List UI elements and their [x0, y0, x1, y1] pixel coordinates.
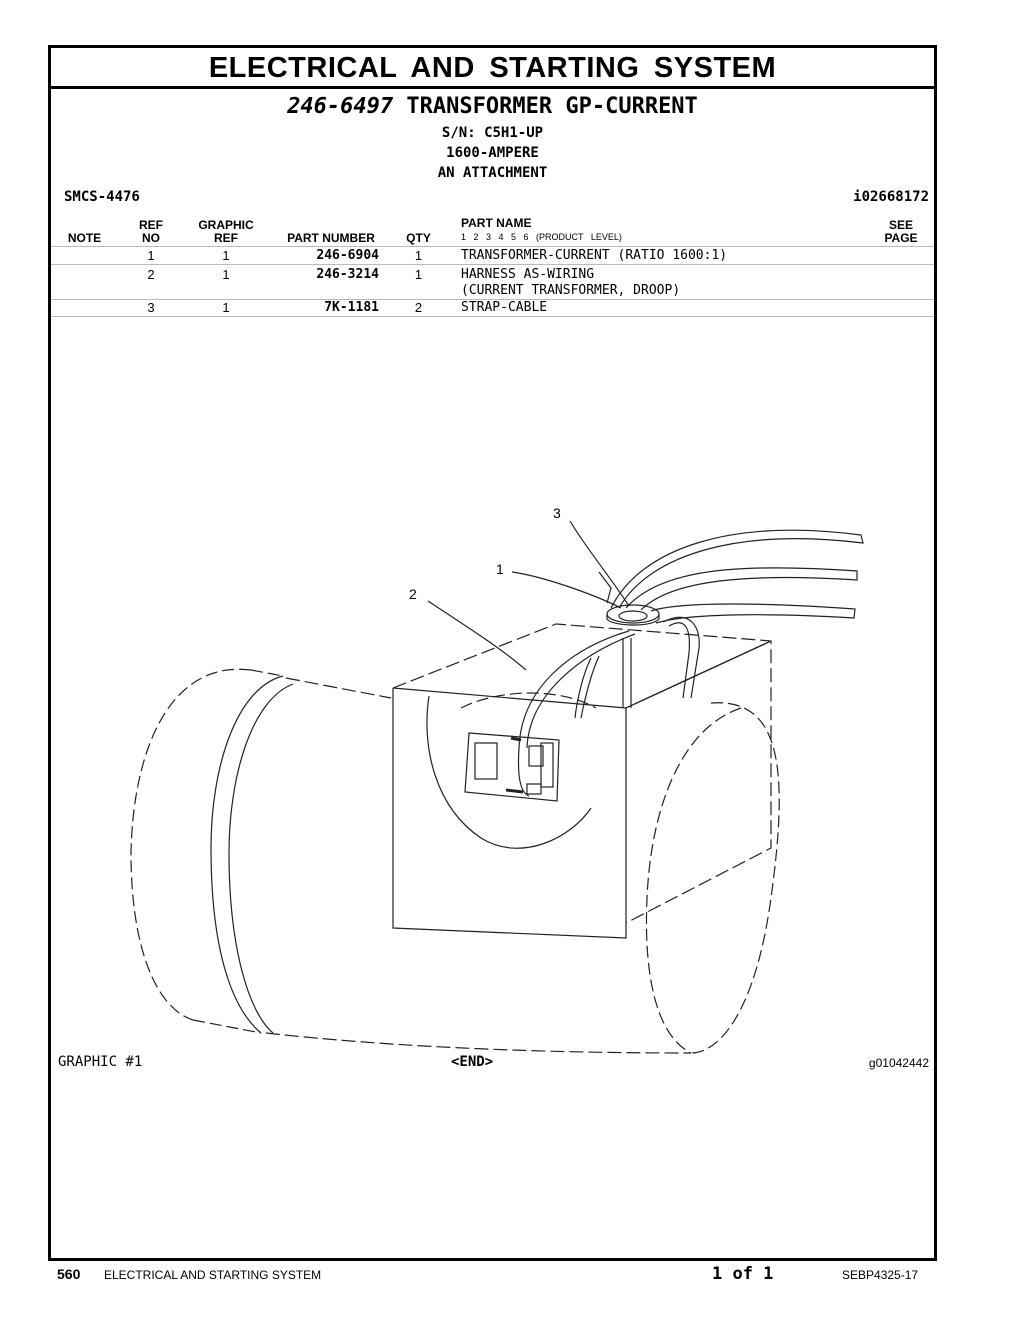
- graphic-ref: 1: [222, 267, 230, 282]
- footer-page-number: 560: [57, 1266, 81, 1282]
- enclosure-box: [392, 623, 772, 939]
- table-rule: [51, 299, 934, 300]
- table-row: 2 1 246-3214 1 HARNESS AS-WIRING (CURREN…: [51, 267, 934, 299]
- part-number: 246-3214: [316, 267, 379, 282]
- ref-no: 2: [147, 267, 155, 282]
- group-heading: 246-6497 TRANSFORMER GP-CURRENT: [51, 94, 934, 119]
- part-name: HARNESS AS-WIRING: [461, 267, 595, 282]
- header-see-page-line1: SEE: [888, 218, 913, 232]
- header-see-page-line2: PAGE: [884, 231, 918, 245]
- ref-no: 1: [147, 248, 155, 263]
- table-rule: [51, 246, 934, 247]
- qty: 2: [414, 300, 423, 315]
- ref-no: 3: [147, 300, 155, 315]
- header-part-number: PART NUMBER: [287, 231, 375, 245]
- parts-illustration: 3 1 2: [130, 505, 864, 1054]
- graphic-ref: 1: [222, 300, 230, 315]
- graphic-id: g01042442: [868, 1056, 929, 1070]
- current-transformer: [606, 604, 660, 626]
- header-graphic-ref: GRAPHIC REF: [191, 219, 261, 245]
- header-part-name: PART NAME: [461, 216, 532, 230]
- header-ref-no-line2: NO: [142, 231, 160, 245]
- table-row: 1 1 246-6904 1 TRANSFORMER-CURRENT (RATI…: [51, 248, 934, 264]
- part-name: TRANSFORMER-CURRENT (RATIO 1600:1): [461, 248, 728, 263]
- cylinder-right-end: [690, 702, 780, 1054]
- header-graphic-ref-line1: GRAPHIC: [198, 218, 254, 232]
- bus-bars: [598, 529, 864, 624]
- header-ref-no-line1: REF: [139, 218, 163, 232]
- wiring-harness: [517, 616, 700, 797]
- part-number: 7K-1181: [324, 300, 379, 315]
- qty: 1: [414, 267, 423, 282]
- cylinder-right-inner: [645, 707, 742, 1054]
- rating: 1600-AMPERE: [446, 145, 539, 161]
- callout-3: 3: [553, 505, 561, 521]
- end-label: <END>: [451, 1054, 494, 1070]
- graphic-label: GRAPHIC #1: [58, 1054, 143, 1070]
- table-rule: [51, 316, 934, 317]
- serial-number: S/N: C5H1-UP: [441, 125, 544, 141]
- cylinder-bottom-edge: [265, 1032, 692, 1054]
- footer-section: ELECTRICAL AND STARTING SYSTEM: [104, 1268, 322, 1282]
- leader-2: [427, 600, 527, 671]
- attachment-note: AN ATTACHMENT: [437, 165, 548, 181]
- page-title: ELECTRICAL AND STARTING SYSTEM: [51, 48, 934, 89]
- header-see-page: SEE PAGE: [871, 219, 931, 245]
- group-part-number: 246-6497: [287, 94, 394, 119]
- footer-doc-id: SEBP4325-17: [842, 1268, 919, 1282]
- cylinder-left-flange: [192, 669, 294, 1034]
- cylinder-left-end: [130, 668, 252, 1021]
- table-row: 3 1 7K-1181 2 STRAP-CABLE: [51, 300, 934, 316]
- circuit-board: [464, 732, 560, 802]
- header-graphic-ref-line2: REF: [214, 231, 238, 245]
- footer-page-of: 1 of 1: [712, 1264, 774, 1284]
- header-product-levels: 1 2 3 4 5 6 (PRODUCT LEVEL): [461, 232, 622, 242]
- smcs-code: SMCS-4476: [64, 189, 140, 205]
- graphic-ref: 1: [222, 248, 230, 263]
- header-note: NOTE: [67, 231, 102, 245]
- callout-2: 2: [409, 586, 417, 602]
- page-frame: ELECTRICAL AND STARTING SYSTEM 246-6497 …: [48, 45, 937, 1261]
- leader-1: [511, 571, 622, 609]
- table-rule: [51, 264, 934, 265]
- group-name: TRANSFORMER GP-CURRENT: [406, 94, 698, 119]
- header-ref-no: REF NO: [131, 219, 171, 245]
- part-name: STRAP-CABLE: [461, 300, 548, 315]
- callout-1: 1: [496, 561, 504, 577]
- qty: 1: [414, 248, 423, 263]
- leader-3: [569, 520, 630, 607]
- header-qty: QTY: [406, 231, 431, 245]
- illustration-id: i02668172: [853, 189, 929, 205]
- cylinder-top-edge: [285, 677, 392, 699]
- part-name-continued: (CURRENT TRANSFORMER, DROOP): [461, 283, 681, 298]
- part-number: 246-6904: [316, 248, 379, 263]
